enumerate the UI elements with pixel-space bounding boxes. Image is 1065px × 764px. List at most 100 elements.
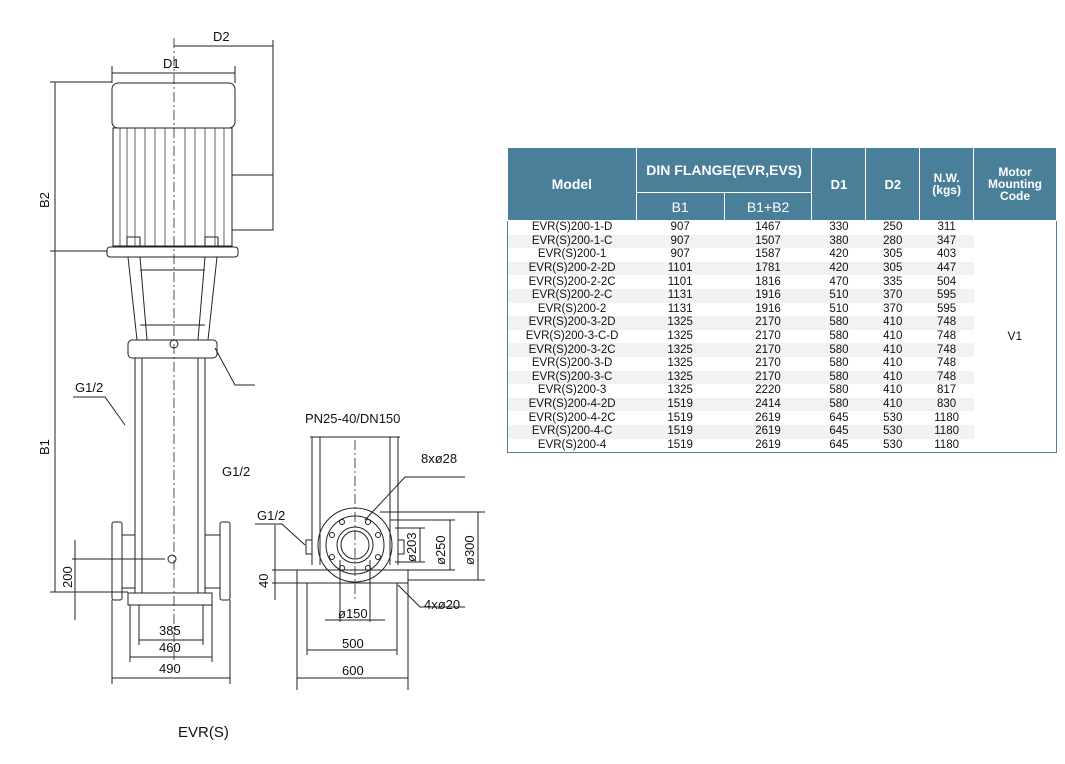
cell-nw: 347 bbox=[919, 234, 974, 249]
cell-d2: 410 bbox=[865, 370, 920, 385]
cell-model: EVR(S)200-4 bbox=[537, 438, 607, 451]
cell-model: EVR(S)200-2-2D bbox=[507, 261, 637, 276]
cell-nw: 1180 bbox=[919, 424, 974, 439]
label-d250: ø250 bbox=[433, 535, 448, 565]
cell-d2: 370 bbox=[883, 302, 903, 315]
label-b1: B1 bbox=[37, 439, 52, 455]
header-d2: D2 bbox=[865, 147, 921, 221]
cell-d2: 250 bbox=[883, 221, 903, 234]
table-row: EVR(S)200-4-2C 1519 2619 645 530 1180 bbox=[508, 411, 1057, 425]
pump-dimension-drawing: D1 D2 B2 B1 G1/2 G1/2 200 385 460 490 PN… bbox=[37, 29, 485, 741]
cell-model: EVR(S)200-1-C bbox=[507, 234, 637, 249]
header-motor-code: Motor Mounting Code bbox=[973, 147, 1057, 221]
cell-d1: 330 bbox=[829, 221, 849, 234]
cell-d1: 580 bbox=[829, 357, 849, 370]
cell-d1: 580 bbox=[829, 384, 849, 397]
header-b1: B1 bbox=[635, 192, 725, 221]
cell-b1b2: 2414 bbox=[724, 397, 812, 412]
cell-d2: 530 bbox=[865, 424, 920, 439]
cell-nw: 403 bbox=[937, 248, 957, 261]
label-d1: D1 bbox=[163, 56, 180, 71]
label-dim-500: 500 bbox=[342, 636, 364, 651]
label-flange: PN25-40/DN150 bbox=[305, 411, 400, 426]
cell-model: EVR(S)200-2-2C bbox=[528, 275, 616, 288]
cell-b1: 1519 bbox=[667, 438, 693, 451]
cell-b1: 907 bbox=[670, 221, 690, 234]
cell-b1: 1325 bbox=[667, 357, 693, 370]
cell-b1b2: 1587 bbox=[755, 248, 781, 261]
cell-b1b2: 1916 bbox=[724, 288, 812, 303]
label-dim-460: 460 bbox=[159, 640, 181, 655]
cell-d1: 380 bbox=[811, 234, 866, 249]
cell-d2: 335 bbox=[883, 275, 903, 288]
cell-nw: 1180 bbox=[934, 411, 959, 424]
cell-b1: 1101 bbox=[667, 275, 693, 288]
cell-d2: 410 bbox=[865, 397, 920, 412]
cell-model: EVR(S)200-1 bbox=[537, 248, 607, 261]
dimension-table: Model DIN FLANGE(EVR,EVS) D1 D2 N.W. (kg… bbox=[507, 147, 1057, 454]
cell-d1: 580 bbox=[811, 397, 866, 412]
cell-d1: 645 bbox=[811, 424, 866, 439]
label-holes: 4xø20 bbox=[424, 597, 460, 612]
cell-b1: 1325 bbox=[667, 384, 693, 397]
cell-b1: 1519 bbox=[667, 411, 693, 424]
label-bolts: 8xø28 bbox=[421, 451, 457, 466]
cell-model: EVR(S)200-3-2D bbox=[507, 316, 637, 330]
cell-b1: 1101 bbox=[636, 261, 725, 276]
cell-d1: 645 bbox=[829, 438, 849, 451]
cell-b1: 1131 bbox=[667, 302, 693, 315]
cell-nw: 595 bbox=[937, 302, 957, 315]
cell-d2: 305 bbox=[883, 248, 903, 261]
cell-b1: 1325 bbox=[636, 343, 725, 357]
label-dim-200: 200 bbox=[60, 566, 75, 588]
header-d1: D1 bbox=[811, 147, 867, 221]
cell-b1b2: 1816 bbox=[755, 275, 781, 288]
side-view bbox=[255, 436, 485, 690]
label-dim-600: 600 bbox=[342, 663, 364, 678]
cell-d2: 370 bbox=[865, 288, 920, 303]
cell-model: EVR(S)200-3 bbox=[537, 384, 607, 397]
cell-b1: 1325 bbox=[636, 370, 725, 385]
cell-b1b2: 2619 bbox=[724, 424, 812, 439]
cell-b1b2: 2170 bbox=[724, 370, 812, 385]
cell-d2: 305 bbox=[865, 261, 920, 276]
cell-model: EVR(S)200-4-C bbox=[507, 424, 637, 439]
label-d203: ø203 bbox=[404, 532, 419, 562]
cell-nw: 748 bbox=[937, 357, 957, 370]
cell-b1b2: 1916 bbox=[755, 302, 781, 315]
cell-b1b2: 2619 bbox=[755, 438, 781, 451]
cell-d1: 580 bbox=[811, 343, 866, 357]
cell-d2: 410 bbox=[865, 316, 920, 330]
cell-b1b2: 2170 bbox=[755, 357, 781, 370]
cell-b1b2: 2170 bbox=[755, 330, 781, 343]
cell-b1b2: 1781 bbox=[724, 261, 812, 276]
cell-model: EVR(S)200-4-2C bbox=[528, 411, 616, 424]
cell-d1: 420 bbox=[811, 261, 866, 276]
cell-d1: 510 bbox=[811, 288, 866, 303]
cell-b1b2: 2619 bbox=[755, 411, 781, 424]
cell-model: EVR(S)200-3-2C bbox=[507, 343, 637, 357]
cell-b1: 1519 bbox=[636, 397, 725, 412]
cell-d1: 510 bbox=[829, 302, 849, 315]
cell-model: EVR(S)200-2-C bbox=[507, 288, 637, 303]
cell-b1b2: 2170 bbox=[724, 316, 812, 330]
cell-model: EVR(S)200-4-2D bbox=[507, 397, 637, 412]
cell-d2: 530 bbox=[883, 438, 903, 451]
cell-b1: 1131 bbox=[636, 288, 725, 303]
cell-d1: 645 bbox=[829, 411, 849, 424]
cell-d2: 530 bbox=[883, 411, 903, 424]
cell-model: EVR(S)200-3-D bbox=[531, 357, 613, 370]
cell-nw: 748 bbox=[919, 316, 974, 330]
cell-d1: 580 bbox=[811, 370, 866, 385]
